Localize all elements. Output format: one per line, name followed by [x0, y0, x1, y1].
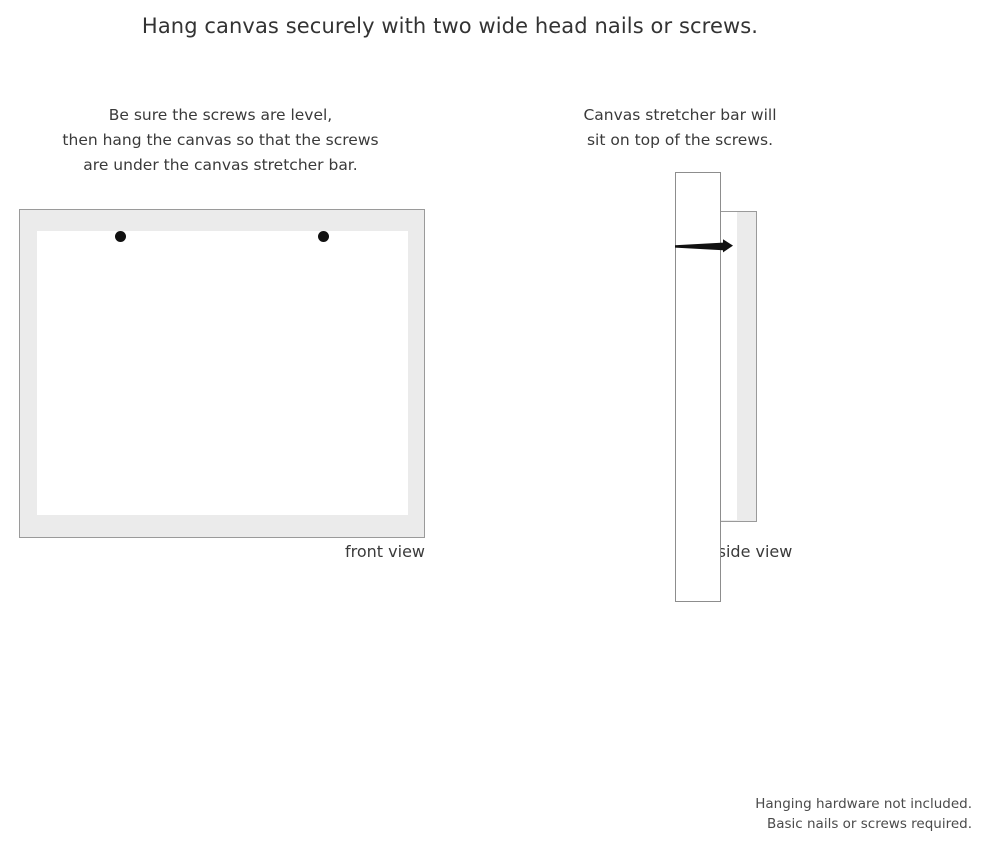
canvas-stretcher-bar-inner	[716, 212, 737, 520]
wall-cross-section	[675, 172, 721, 602]
right-screw-head-icon	[318, 231, 329, 242]
front-view-caption-line-3: are under the canvas stretcher bar.	[83, 156, 358, 174]
front-view-diagram	[19, 209, 425, 538]
footer-line-2: Basic nails or screws required.	[766, 816, 972, 832]
front-view-caption-line-2: then hang the canvas so that the screws	[62, 131, 379, 149]
side-view-label: side view	[717, 542, 793, 561]
front-view-caption-line-1: Be sure the screws are level,	[108, 106, 333, 124]
side-view-caption: Canvas stretcher bar will sit on top of …	[560, 103, 800, 153]
canvas-face	[37, 231, 408, 515]
front-view-caption: Be sure the screws are level, then hang …	[18, 103, 423, 178]
page-title: Hang canvas securely with two wide head …	[141, 14, 759, 38]
side-view-caption-line-2: sit on top of the screws.	[586, 131, 774, 149]
nail-icon	[675, 239, 733, 253]
footer-line-1: Hanging hardware not included.	[755, 796, 972, 812]
front-view-label: front view	[345, 542, 425, 561]
side-view-diagram	[675, 172, 795, 603]
side-view-caption-line-1: Canvas stretcher bar will	[583, 106, 777, 124]
left-screw-head-icon	[115, 231, 126, 242]
footer-disclaimer: Hanging hardware not included. Basic nai…	[755, 794, 972, 834]
